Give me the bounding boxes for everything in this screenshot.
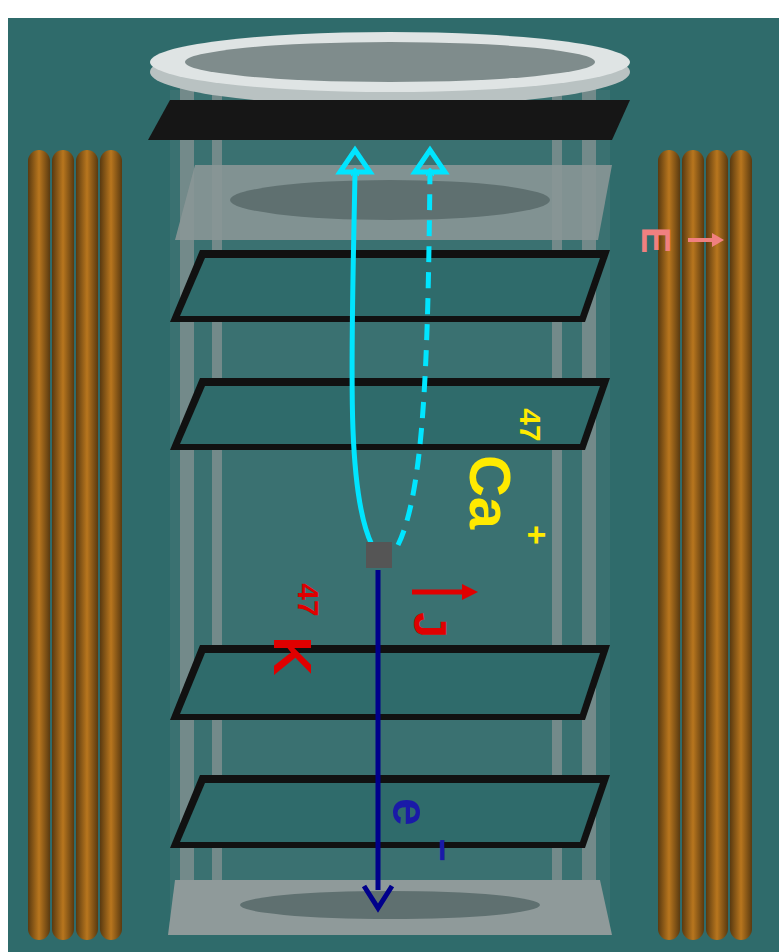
top-electrode bbox=[148, 32, 630, 140]
charge-sign: − bbox=[423, 838, 463, 861]
spin-label: J bbox=[407, 612, 453, 638]
source-atom bbox=[366, 542, 392, 568]
ion-symbol: Ca bbox=[461, 455, 519, 529]
electron-path bbox=[376, 570, 381, 890]
electron-symbol: e bbox=[385, 798, 435, 826]
mass-number: 47 bbox=[293, 583, 323, 616]
spin-arrow bbox=[412, 590, 466, 595]
mass-number: 47 bbox=[515, 408, 545, 441]
ring-electrode bbox=[175, 165, 612, 240]
bottom-electrode bbox=[168, 880, 612, 935]
field-arrow bbox=[688, 238, 714, 242]
plate-electrodes bbox=[170, 250, 610, 848]
charge-sign: + bbox=[520, 525, 554, 545]
ion-trajectory-alt bbox=[398, 172, 430, 545]
atom-symbol: K bbox=[265, 637, 319, 676]
background bbox=[8, 18, 779, 952]
ion-trajectory bbox=[352, 172, 372, 545]
field-label: E bbox=[636, 227, 676, 254]
coil-right bbox=[658, 150, 752, 940]
coil-left bbox=[28, 150, 122, 940]
